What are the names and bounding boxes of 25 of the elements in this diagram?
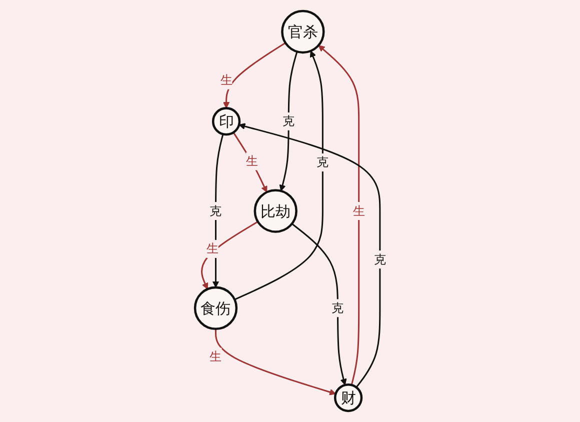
edge-label: 生 — [220, 72, 232, 88]
edge-label: 生 — [246, 154, 258, 168]
arrow — [234, 50, 323, 300]
arrow — [200, 221, 258, 290]
node-circle: 比劫 — [253, 189, 297, 233]
edge-label: 克 — [316, 154, 328, 170]
arrow — [290, 223, 346, 386]
edge-label: 生 — [206, 241, 218, 256]
arrow — [222, 42, 286, 108]
node-circle: 财 — [334, 383, 362, 412]
arrow — [212, 134, 224, 288]
arrow — [318, 45, 360, 386]
edge-label: 克 — [209, 203, 222, 218]
node-circle: 官杀 — [280, 10, 324, 54]
arrow — [238, 123, 380, 388]
arrow — [214, 328, 336, 396]
node-circle: 食伤 — [193, 286, 238, 330]
edge-label: 克 — [331, 300, 344, 315]
arrow — [232, 132, 267, 193]
edge-label: 生 — [352, 203, 364, 218]
edge-label: 克 — [373, 252, 386, 266]
edge-label: 克 — [282, 114, 294, 128]
arrow — [278, 51, 298, 192]
node-circle: 印 — [211, 107, 240, 136]
edge-label: 生 — [209, 349, 222, 364]
